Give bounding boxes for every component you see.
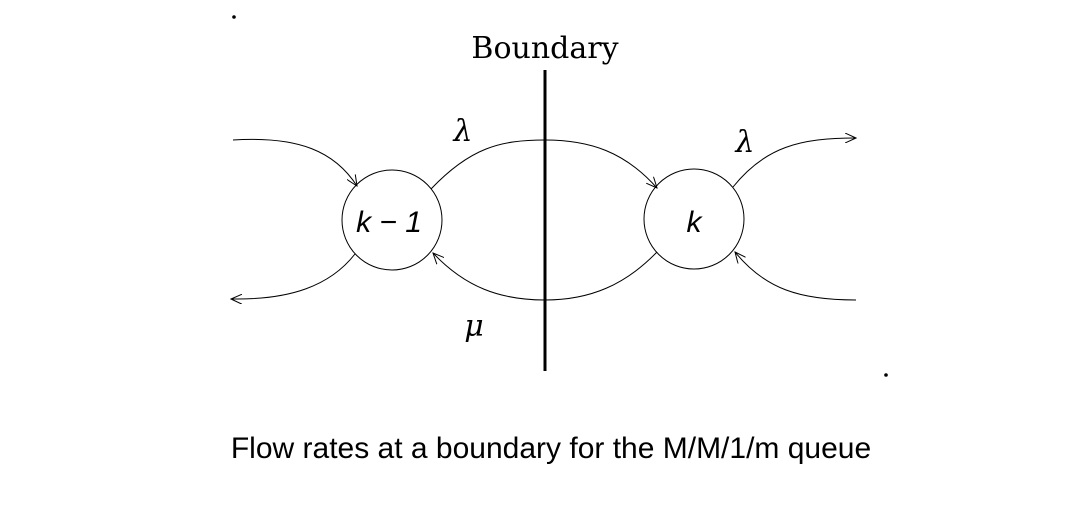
state-label-k: k xyxy=(687,206,704,239)
arrival-out-of-k-arrow xyxy=(732,138,856,188)
boundary-label: Boundary xyxy=(471,31,618,66)
state-label-k-minus-1: k − 1 xyxy=(356,206,422,239)
lambda-label-transition: λ xyxy=(452,114,472,149)
state-node-k-minus-1 xyxy=(341,169,443,271)
arrival-into-k-minus-1-arrow xyxy=(232,138,357,186)
mu-label-service: μ xyxy=(464,309,484,344)
lambda-label-exit: λ xyxy=(734,125,754,160)
stray-dot-top-left xyxy=(232,15,236,19)
service-transition-arrow xyxy=(433,251,658,301)
diagram-caption: Flow rates at a boundary for the M/M/1/m… xyxy=(231,432,871,465)
arrival-transition-arrow xyxy=(430,139,657,190)
state-node-k xyxy=(643,168,745,270)
departure-from-k-minus-1-arrow xyxy=(231,253,356,299)
stray-dot-bottom-right xyxy=(884,373,888,377)
service-into-k-arrow xyxy=(735,252,857,301)
